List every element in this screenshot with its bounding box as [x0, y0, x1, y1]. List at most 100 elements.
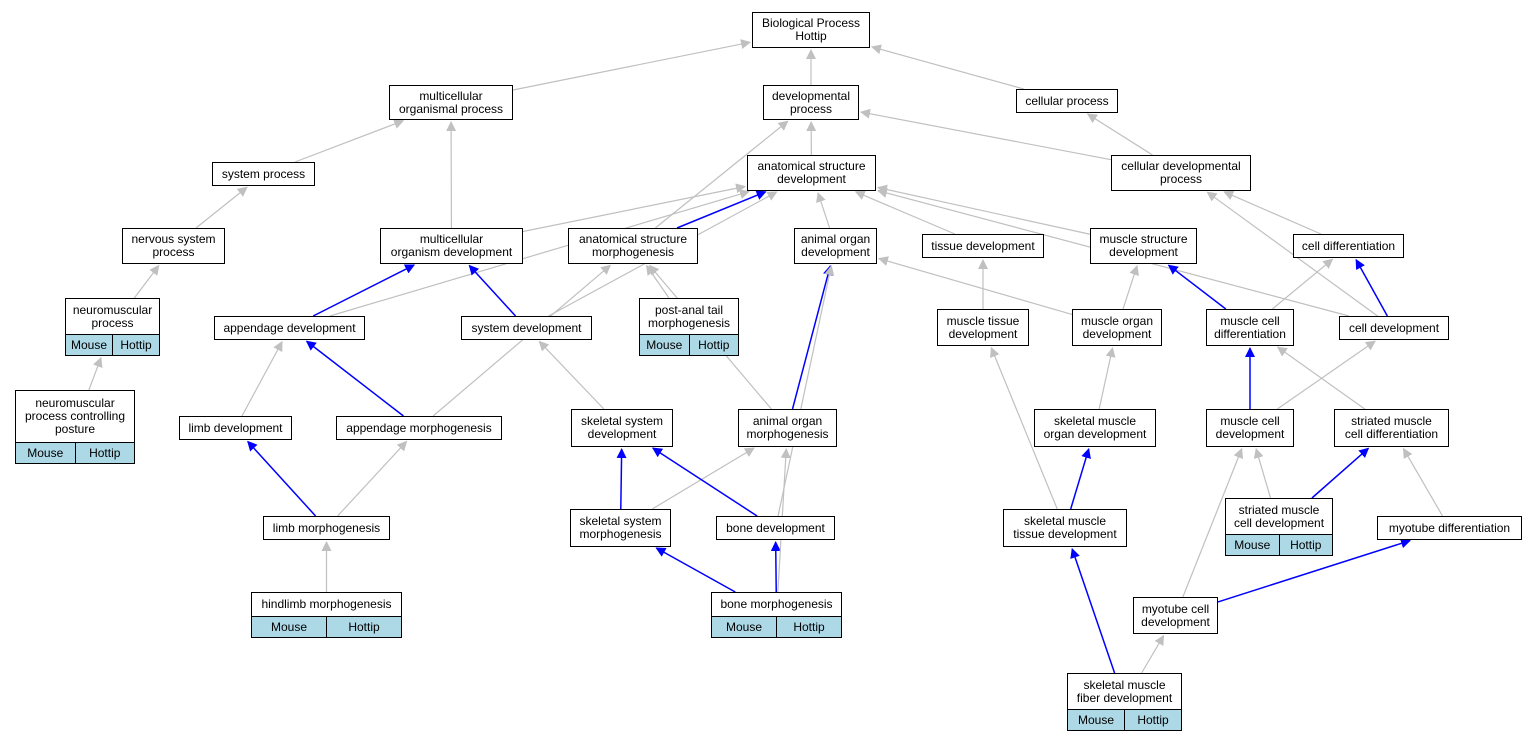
go-term-label: system development: [471, 320, 582, 335]
go-term-node-sysp[interactable]: system process: [212, 162, 315, 186]
go-term-node-mcd[interactable]: muscle cell development: [1206, 409, 1294, 447]
go-term-label: anatomical structure morphogenesis: [578, 232, 688, 259]
go-term-label: striated muscle cell differentiation: [1344, 414, 1439, 441]
edge-limbd-to-appd: [241, 340, 283, 417]
edge-celld-to-cdp: [1206, 191, 1378, 317]
annotation-tag-hottip: Hottip: [74, 443, 134, 463]
go-term-label: tissue development: [931, 238, 1035, 253]
go-term-node-boned[interactable]: bone development: [716, 516, 835, 540]
go-term-node-devp[interactable]: developmental process: [763, 85, 859, 120]
annotation-tag-mouse: Mouse: [1068, 710, 1124, 730]
edge-smcdiff-to-mcdiff: [1276, 346, 1366, 410]
annotation-tag-mouse: Mouse: [640, 335, 689, 355]
edge-ssd-to-sysd: [538, 340, 605, 410]
go-term-label: skeletal muscle fiber development: [1076, 677, 1173, 705]
go-term-node-mop[interactable]: multicellular organismal process: [389, 85, 513, 120]
go-term-label: muscle organ development: [1080, 313, 1154, 341]
annotation-tag-hottip: Hottip: [688, 335, 738, 355]
edge-smod-to-mod2: [1098, 346, 1116, 410]
edge-celld-to-cdiff: [1355, 258, 1388, 317]
go-term-label: appendage morphogenesis: [346, 420, 492, 435]
edge-mod2-to-msd: [1122, 264, 1140, 310]
go-term-node-sysd[interactable]: system development: [461, 316, 592, 340]
go-term-label: neuromuscular process controlling postur…: [24, 396, 126, 436]
go-term-node-smcdiff[interactable]: striated muscle cell differentiation: [1334, 409, 1449, 447]
go-term-label: multicellular organism development: [390, 232, 513, 259]
go-term-node-smtd[interactable]: skeletal muscle tissue development: [1003, 509, 1127, 547]
edge-appm-to-asm: [432, 264, 612, 417]
go-term-node-mycd[interactable]: myotube cell development: [1133, 597, 1218, 634]
go-term-label: anatomical structure development: [757, 159, 866, 186]
go-term-node-mod[interactable]: multicellular organism development: [380, 228, 523, 264]
go-term-node-ssm[interactable]: skeletal system morphogenesis: [570, 509, 671, 547]
go-term-node-asd[interactable]: anatomical structure development: [747, 155, 876, 191]
go-term-label: myotube cell development: [1141, 601, 1210, 629]
go-term-node-aom[interactable]: animal organ morphogenesis: [738, 409, 837, 447]
go-term-node-mytd[interactable]: myotube differentiation: [1377, 516, 1522, 540]
go-term-node-appm[interactable]: appendage morphogenesis: [336, 416, 502, 440]
go-term-node-cdp[interactable]: cellular developmental process: [1111, 155, 1251, 191]
annotation-tag-hottip: Hottip: [776, 617, 841, 637]
go-term-node-limbm[interactable]: limb morphogenesis: [263, 516, 390, 540]
go-term-node-msd[interactable]: muscle structure development: [1090, 228, 1197, 264]
edge-mod2-to-aod: [877, 256, 1073, 316]
annotation-tag-mouse: Mouse: [16, 443, 75, 463]
annotation-tag-mouse: Mouse: [66, 335, 112, 355]
edge-bonem-to-ssm: [655, 547, 736, 593]
go-term-label: muscle tissue development: [946, 313, 1020, 341]
go-term-label: cell differentiation: [1301, 238, 1396, 253]
go-term-label: limb morphogenesis: [272, 520, 381, 535]
go-term-label: skeletal muscle organ development: [1043, 414, 1147, 441]
edge-aod-to-asd: [816, 191, 831, 229]
go-term-node-td[interactable]: tissue development: [922, 234, 1044, 258]
go-term-node-nmpcp[interactable]: neuromuscular process controlling postur…: [15, 390, 135, 464]
go-term-node-cellp[interactable]: cellular process: [1016, 89, 1118, 113]
go-term-node-limbd[interactable]: limb development: [179, 416, 292, 440]
go-term-label: hindlimb morphogenesis: [261, 597, 392, 611]
go-term-label: muscle cell development: [1215, 414, 1285, 441]
go-term-node-bp[interactable]: Biological Process Hottip: [752, 12, 870, 48]
edge-boned-to-ssd: [652, 447, 758, 517]
edge-sysd-to-mod: [468, 264, 517, 317]
edge-nmp-to-nsp: [133, 264, 160, 299]
edge-mop-to-bp: [512, 39, 752, 91]
go-term-label: striated muscle cell development: [1233, 502, 1325, 530]
edge-mcdiff-to-cdiff: [1271, 258, 1334, 310]
go-term-node-mtd[interactable]: muscle tissue development: [937, 309, 1029, 346]
edge-appm-to-appd: [305, 340, 404, 417]
go-term-node-cdiff[interactable]: cell differentiation: [1293, 234, 1404, 258]
edge-aom-to-aod: [791, 264, 833, 410]
go-term-node-asm[interactable]: anatomical structure morphogenesis: [568, 228, 698, 264]
go-term-node-mcdiff[interactable]: muscle cell differentiation: [1206, 309, 1294, 346]
go-term-label: post-anal tail morphogenesis: [647, 302, 731, 330]
go-term-label: bone morphogenesis: [720, 597, 833, 611]
go-term-label: bone development: [726, 520, 825, 535]
go-term-node-mod2[interactable]: muscle organ development: [1072, 309, 1162, 346]
edge-bonem-to-boned: [770, 540, 781, 593]
edge-boned-to-aod: [777, 264, 835, 517]
edge-appd-to-mod: [312, 264, 416, 317]
edge-smfd-to-smtd: [1070, 547, 1116, 674]
edge-smtd-to-smod: [1069, 447, 1091, 510]
edge-ssm-to-ssd: [616, 447, 627, 510]
go-term-node-celld[interactable]: cell development: [1339, 316, 1449, 340]
go-term-node-nsp[interactable]: nervous system process: [122, 228, 225, 264]
edge-td-to-asd: [854, 190, 956, 235]
go-term-label: system process: [221, 166, 306, 181]
edge-mycd-to-mcd: [1182, 447, 1244, 598]
go-term-node-appd[interactable]: appendage development: [214, 316, 365, 340]
go-term-node-aod[interactable]: animal organ development: [794, 228, 877, 264]
go-term-node-ssd[interactable]: skeletal system development: [571, 409, 673, 447]
go-term-node-smod[interactable]: skeletal muscle organ development: [1034, 409, 1156, 447]
go-term-label: nervous system process: [131, 232, 216, 259]
